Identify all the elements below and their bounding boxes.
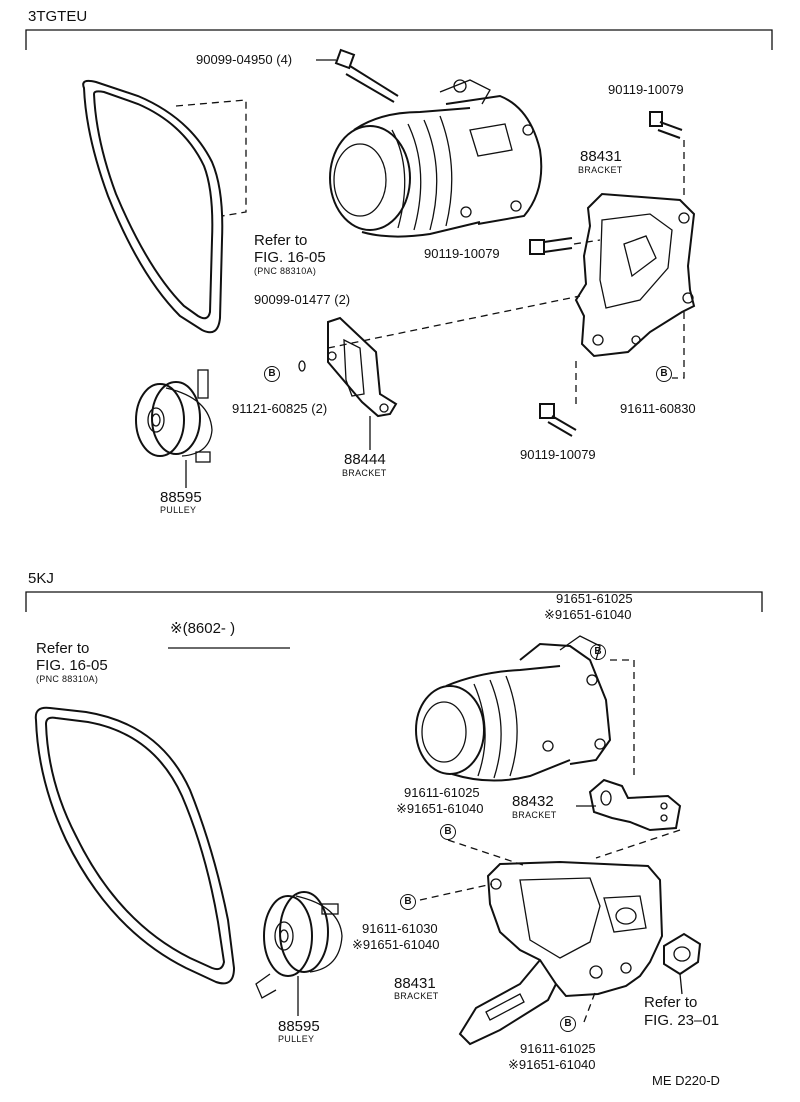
part-number-88432: 88432 (512, 793, 554, 810)
bolt-middle (529, 237, 601, 255)
part-label-91611-61025-mid: 91611-61025 (404, 785, 480, 800)
bracket-88432 (576, 778, 682, 859)
serial-note: ※(8602- ) (170, 620, 236, 637)
refer-to-label-top: Refer to (254, 232, 308, 249)
part-label-90119-10079-middle: 90119-10079 (424, 246, 500, 261)
section-frame-top (25, 29, 773, 50)
part-label-91651-61040-left: ※91651-61040 (352, 937, 440, 952)
part-name-bracket-88444: BRACKET (342, 468, 387, 478)
part-name-pulley-top: PULLEY (160, 505, 197, 515)
bracket-88444 (298, 295, 581, 450)
part-label-91611-61030: 91611-61030 (362, 921, 438, 936)
bolt-long-top (316, 48, 399, 103)
part-number-88595-bottom: 88595 (278, 1018, 320, 1035)
gasket (663, 932, 702, 995)
refer-to-label-gasket: Refer to (644, 994, 698, 1011)
part-label-91611-61025-low: 91611-61025 (520, 1041, 596, 1056)
part-name-bracket-88432: BRACKET (512, 810, 557, 820)
part-label-91121-60825: 91121-60825 (2) (232, 401, 328, 416)
part-label-91611-60830: 91611-60830 (620, 401, 696, 416)
part-label-91651-61040-low: ※91651-61040 (508, 1057, 596, 1072)
compressor-top (329, 79, 543, 238)
marker-b-bottom-low: B (560, 1016, 576, 1032)
part-name-bracket-88431-top: BRACKET (578, 165, 623, 175)
drive-belt-bottom (34, 706, 236, 985)
part-number-88431-top: 88431 (580, 148, 622, 165)
refer-to-pnc-top: (PNC 88310A) (254, 266, 317, 276)
bracket-88431-top (574, 192, 696, 379)
marker-b-top-left: B (264, 366, 280, 382)
compressor-bottom (415, 635, 635, 782)
part-label-90099-01477: 90099-01477 (2) (254, 292, 351, 307)
part-number-88444: 88444 (344, 451, 386, 468)
part-name-pulley-bottom: PULLEY (278, 1034, 315, 1044)
marker-b-bottom-top: B (590, 644, 606, 660)
marker-b-bottom-mid: B (440, 824, 456, 840)
part-label-91651-61040-top: ※91651-61040 (544, 607, 632, 622)
idler-pulley-top (135, 369, 213, 488)
bolt-upper-right (649, 111, 685, 198)
part-label-90119-10079-lower: 90119-10079 (520, 447, 596, 462)
bracket-88431-bottom (419, 839, 664, 1046)
part-label-91651-61025-top: 91651-61025 (556, 591, 633, 606)
marker-b-top-right: B (656, 366, 672, 382)
section-title-bottom: 5KJ (28, 570, 54, 587)
drive-belt-top (82, 79, 247, 334)
bolt-lower (539, 360, 577, 437)
part-number-88431-bottom: 88431 (394, 975, 436, 992)
section-frame-bottom (25, 591, 763, 612)
idler-pulley-bottom (255, 891, 343, 1016)
refer-to-figure-bottom: FIG. 16-05 (36, 657, 108, 674)
footer-code: ME D220-D (652, 1073, 720, 1088)
section-title-top: 3TGTEU (28, 8, 88, 25)
refer-to-pnc-bottom: (PNC 88310A) (36, 674, 99, 684)
part-number-88595-top: 88595 (160, 489, 202, 506)
part-label-90099-04950: 90099-04950 (4) (196, 52, 293, 67)
refer-to-figure-gasket: FIG. 23–01 (644, 1012, 720, 1029)
part-label-91651-61040-mid: ※91651-61040 (396, 801, 484, 816)
marker-b-bottom-left: B (400, 894, 416, 910)
part-label-90119-10079-upper: 90119-10079 (608, 82, 684, 97)
refer-to-figure-top: FIG. 16-05 (254, 249, 326, 266)
part-name-bracket-88431-bottom: BRACKET (394, 991, 439, 1001)
refer-to-label-bottom: Refer to (36, 640, 90, 657)
